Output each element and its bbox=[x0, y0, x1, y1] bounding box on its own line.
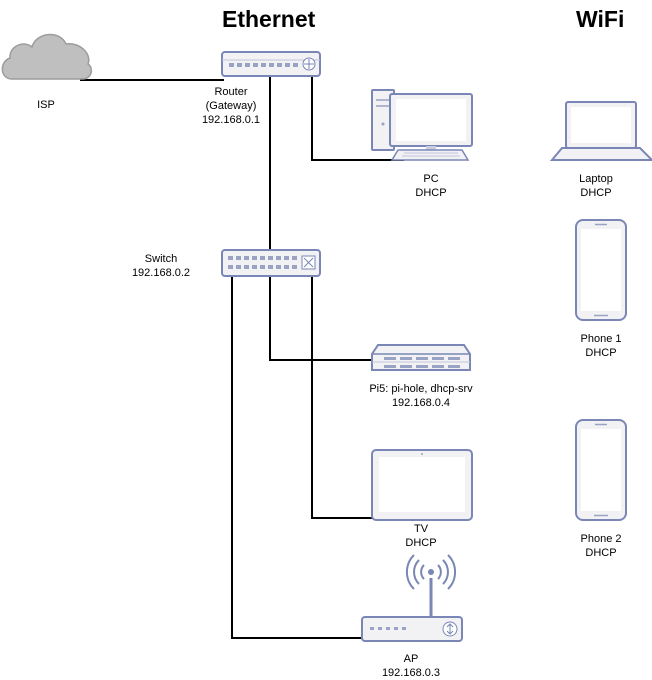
router-name: Router bbox=[214, 86, 248, 98]
switch-icon bbox=[221, 249, 321, 277]
tv-label: TV DHCP bbox=[381, 522, 461, 550]
laptop-name: Laptop bbox=[579, 173, 613, 185]
phone1-label: Phone 1 DHCP bbox=[561, 332, 641, 360]
pc-label: PC DHCP bbox=[391, 172, 471, 200]
switch-name: Switch bbox=[144, 253, 178, 265]
cloud-icon bbox=[1, 33, 93, 80]
link-switch-pi5 bbox=[269, 276, 372, 361]
link-switch-tv bbox=[311, 276, 372, 519]
server-icon bbox=[371, 344, 471, 371]
router-label: Router (Gateway) 192.168.0.1 bbox=[186, 85, 276, 127]
pi5-ip: 192.168.0.4 bbox=[391, 397, 451, 409]
link-router-pc bbox=[311, 76, 404, 161]
link-switch-ap bbox=[231, 276, 364, 639]
router-ip: 192.168.0.1 bbox=[201, 114, 261, 126]
pc-address: DHCP bbox=[415, 187, 447, 199]
desktop-pc-icon bbox=[371, 89, 473, 161]
phone2-address: DHCP bbox=[585, 547, 617, 559]
switch-ip: 192.168.0.2 bbox=[131, 267, 191, 279]
pc-name: PC bbox=[423, 173, 439, 185]
ap-label: AP 192.168.0.3 bbox=[366, 652, 456, 680]
tv-icon bbox=[371, 449, 473, 521]
laptop-icon bbox=[549, 101, 652, 161]
smartphone-icon bbox=[575, 219, 627, 321]
router-role: (Gateway) bbox=[205, 100, 257, 112]
phone2-name: Phone 2 bbox=[580, 533, 622, 545]
phone1-name: Phone 1 bbox=[580, 333, 622, 345]
pi5-label: Pi5: pi-hole, dhcp-srv 192.168.0.4 bbox=[346, 382, 496, 410]
ap-name: AP bbox=[403, 653, 419, 665]
switch-label: Switch 192.168.0.2 bbox=[116, 252, 206, 280]
ap-ip: 192.168.0.3 bbox=[381, 667, 441, 679]
laptop-address: DHCP bbox=[580, 187, 612, 199]
tv-address: DHCP bbox=[405, 537, 437, 549]
smartphone-icon bbox=[575, 419, 627, 521]
phone1-address: DHCP bbox=[585, 347, 617, 359]
laptop-label: Laptop DHCP bbox=[556, 172, 636, 200]
connections bbox=[80, 76, 404, 639]
wifi-heading: WiFi bbox=[576, 6, 625, 32]
pi5-name: Pi5: pi-hole, dhcp-srv bbox=[369, 383, 473, 395]
access-point-icon bbox=[361, 554, 463, 642]
router-icon bbox=[221, 51, 321, 77]
isp-name: ISP bbox=[37, 99, 55, 111]
phone2-label: Phone 2 DHCP bbox=[561, 532, 641, 560]
tv-name: TV bbox=[413, 523, 429, 535]
isp-label: ISP bbox=[20, 98, 72, 112]
ethernet-heading: Ethernet bbox=[222, 6, 316, 32]
